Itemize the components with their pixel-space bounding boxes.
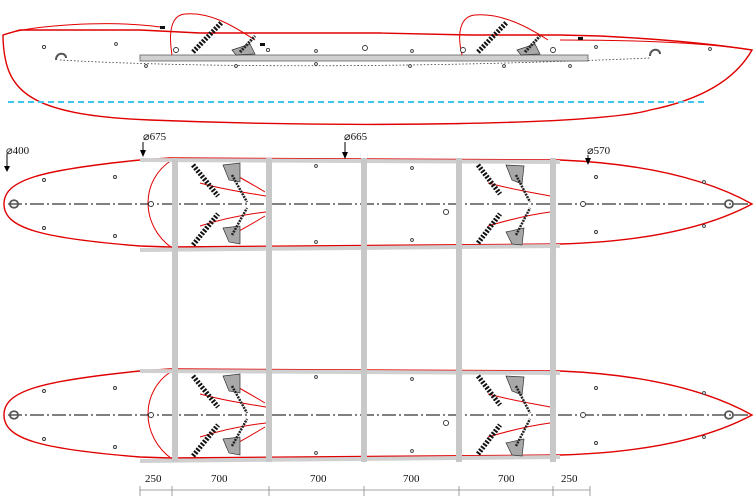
- segment-label-4: 700: [403, 473, 420, 485]
- diameter-middle-label: ⌀665: [344, 131, 368, 143]
- crossbeam-5: [550, 158, 556, 462]
- segment-dimensions: 250 700 700 700 700 250: [139, 473, 591, 496]
- diameter-front-label: ⌀675: [143, 131, 167, 143]
- segment-label-6: 250: [561, 473, 578, 485]
- side-view: [2, 13, 754, 126]
- side-deck-rail: [139, 54, 589, 62]
- side-cleat-mid: [260, 43, 265, 46]
- diameter-bow-label: ⌀400: [6, 145, 30, 157]
- side-seat-post-rear: [523, 34, 542, 54]
- diameter-rear-label: ⌀570: [587, 145, 611, 157]
- side-sheer-line: [59, 57, 651, 67]
- segment-label-5: 700: [498, 473, 515, 485]
- side-cockpit-rear: [459, 14, 549, 56]
- side-cleat-rear: [578, 37, 583, 40]
- side-cleat-front: [160, 26, 165, 29]
- segment-label-2: 700: [211, 473, 228, 485]
- crossbeam-1: [172, 158, 178, 462]
- diameter-annotations: ⌀400 ⌀675 ⌀665 ⌀570: [4, 131, 611, 172]
- side-fittings: [41, 42, 712, 68]
- crossbeam-2: [266, 158, 272, 462]
- side-hull-outline: [2, 29, 754, 126]
- crossbeam-4: [456, 158, 462, 462]
- crossbeams: [172, 158, 556, 462]
- side-seat-post-front: [238, 34, 257, 54]
- side-bow-top: [2, 23, 161, 36]
- side-cockpit-front: [170, 13, 256, 56]
- side-bow-ring: [55, 52, 67, 61]
- side-stern-ring: [649, 48, 661, 57]
- side-stern-top: [559, 39, 753, 51]
- crossbeam-3: [361, 158, 367, 462]
- top-hull-lower: [4, 369, 752, 463]
- top-hull-upper: [4, 158, 752, 252]
- segment-label-1: 250: [145, 473, 162, 485]
- segment-label-3: 700: [310, 473, 327, 485]
